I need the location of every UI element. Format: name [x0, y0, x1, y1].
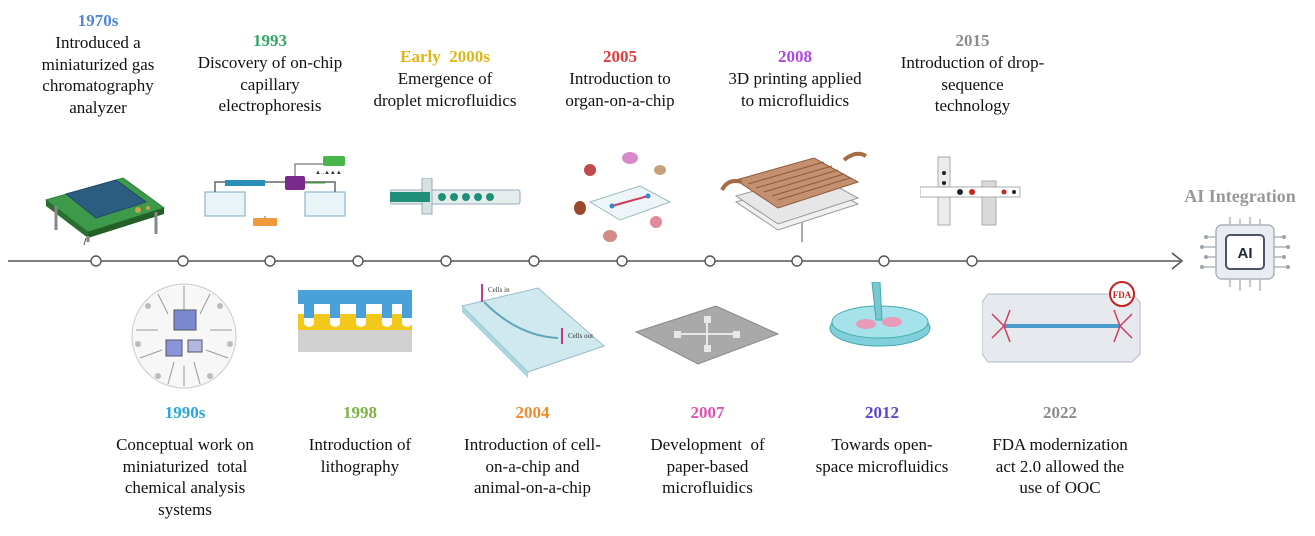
lithography-illustration — [298, 290, 412, 352]
event-desc-line: miniaturized total — [122, 456, 248, 476]
event-1970s: 1970s Introduced a miniaturized gas chro… — [28, 10, 168, 118]
ai-integration-title: AI Integration — [1184, 186, 1296, 206]
drop-sequence-illustration — [920, 156, 1021, 226]
event-1998: 1998 Introduction of lithography — [280, 402, 440, 477]
capillary-electrophoresis-illustration: ▲..▲▲▲ — [204, 156, 346, 226]
event-desc-line: FDA modernization — [992, 435, 1128, 454]
event-desc-line: Introduction of cell- — [464, 435, 601, 454]
event-year: 1993 — [253, 31, 287, 50]
event-desc-line: act 2.0 allowed the — [995, 456, 1125, 476]
event-2008: 2008 3D printing applied to microfluidic… — [705, 46, 885, 111]
event-2004: 2004 Introduction of cell- on-a-chip and… — [435, 402, 630, 499]
fda-ooc-illustration: FDA — [982, 281, 1141, 363]
ai-chip-label: AI — [1238, 245, 1253, 262]
event-year: Early 2000s — [400, 47, 490, 66]
event-desc-line: Conceptual work on — [116, 435, 254, 454]
event-2015: 2015 Introduction of drop- sequence tech… — [870, 30, 1075, 117]
timeline-marker — [616, 255, 628, 267]
spacer — [85, 424, 285, 434]
event-desc-line: technology — [934, 96, 1011, 115]
timeline-marker — [704, 255, 716, 267]
timeline-marker — [177, 255, 189, 267]
event-year: 2004 — [515, 403, 550, 422]
event-desc-line: 3D printing applied — [728, 69, 862, 88]
paper-microfluidics-illustration — [634, 305, 780, 365]
event-desc-line: Introduction to — [569, 69, 671, 88]
3d-printed-chip-illustration — [720, 151, 868, 242]
event-desc-line: chromatography — [42, 76, 154, 95]
event-desc-line: droplet microfluidics — [373, 90, 517, 110]
event-1990s: 1990s Conceptual work on miniaturized to… — [85, 402, 285, 520]
timeline-marker — [352, 255, 364, 267]
spacer — [280, 424, 440, 434]
cells-in-label: Cells in — [488, 286, 510, 294]
event-desc-line: Development of — [650, 435, 765, 454]
event-desc-line: Emergence of — [397, 69, 493, 88]
event-desc-line: systems — [158, 499, 212, 519]
event-desc-line: animal-on-a-chip — [473, 478, 592, 497]
timeline-marker — [878, 255, 890, 267]
event-year: 2008 — [778, 47, 812, 66]
event-desc-line: chemical analysis — [124, 478, 246, 497]
event-year: 2015 — [955, 31, 990, 50]
timeline-marker — [264, 255, 276, 267]
spacer — [792, 424, 972, 434]
organ-on-chip-illustration — [574, 152, 672, 242]
event-desc-line: Introduction of drop- — [900, 53, 1045, 72]
open-space-microfluidics-illustration — [829, 282, 931, 347]
event-desc-line: space microfluidics — [815, 456, 949, 476]
event-desc-line: paper-based — [666, 456, 749, 476]
timeline-markers — [90, 255, 978, 267]
total-analysis-system-illustration — [131, 283, 237, 389]
event-desc-line: Introduced a — [55, 33, 141, 52]
event-desc-line: miniaturized gas — [41, 54, 155, 74]
timeline-arrowhead — [1171, 252, 1184, 270]
ai-chip-icon: AI — [1200, 217, 1290, 291]
event-desc-line: on-a-chip and — [485, 456, 580, 476]
timeline-marker — [440, 255, 452, 267]
event-desc-line: organ-on-a-chip — [565, 90, 675, 110]
fda-stamp-text: FDA — [1113, 290, 1132, 300]
event-desc-line: sequence — [941, 74, 1004, 94]
spacer — [625, 424, 790, 434]
spacer — [435, 424, 630, 434]
event-year: 1970s — [77, 11, 119, 30]
cells-out-label: Cells out — [568, 332, 593, 340]
gas-chromatography-illustration — [44, 177, 166, 245]
droplet-microfluidics-illustration — [390, 178, 521, 215]
event-desc-line: to microfluidics — [740, 90, 850, 110]
event-2022: 2022 FDA modernization act 2.0 allowed t… — [965, 402, 1155, 499]
event-early-2000s: Early 2000s Emergence of droplet microfl… — [350, 46, 540, 111]
event-desc-line: Discovery of on-chip — [197, 53, 343, 72]
event-year: 2007 — [690, 403, 725, 422]
spacer — [965, 424, 1155, 434]
cell-on-chip-illustration: Cells in Cells out — [461, 284, 605, 378]
timeline-marker — [528, 255, 540, 267]
event-desc-line: electrophoresis — [218, 96, 322, 115]
event-desc-line: Introduction of — [308, 435, 412, 454]
timeline-marker — [791, 255, 803, 267]
event-1993: 1993 Discovery of on-chip capillary elec… — [170, 30, 370, 117]
timeline-marker — [966, 255, 978, 267]
event-desc-line: microfluidics — [662, 478, 753, 497]
event-desc-line: use of OOC — [1019, 478, 1101, 497]
event-year: 2005 — [603, 47, 637, 66]
event-year: 1990s — [164, 403, 206, 422]
event-year: 1998 — [343, 403, 377, 422]
event-2012: 2012 Towards open- space microfluidics — [792, 402, 972, 477]
event-desc-line: Towards open- — [831, 435, 933, 454]
event-desc-line: lithography — [320, 456, 400, 476]
event-year: 2012 — [865, 403, 899, 422]
timeline-marker — [90, 255, 102, 267]
svg-text:▲..▲▲▲: ▲..▲▲▲ — [315, 170, 342, 176]
event-2007: 2007 Development of paper-based microflu… — [625, 402, 790, 499]
event-desc-line: analyzer — [69, 97, 127, 117]
event-2005: 2005 Introduction to organ-on-a-chip — [535, 46, 705, 111]
event-desc-line: capillary — [240, 74, 300, 94]
event-year: 2022 — [1043, 403, 1077, 422]
